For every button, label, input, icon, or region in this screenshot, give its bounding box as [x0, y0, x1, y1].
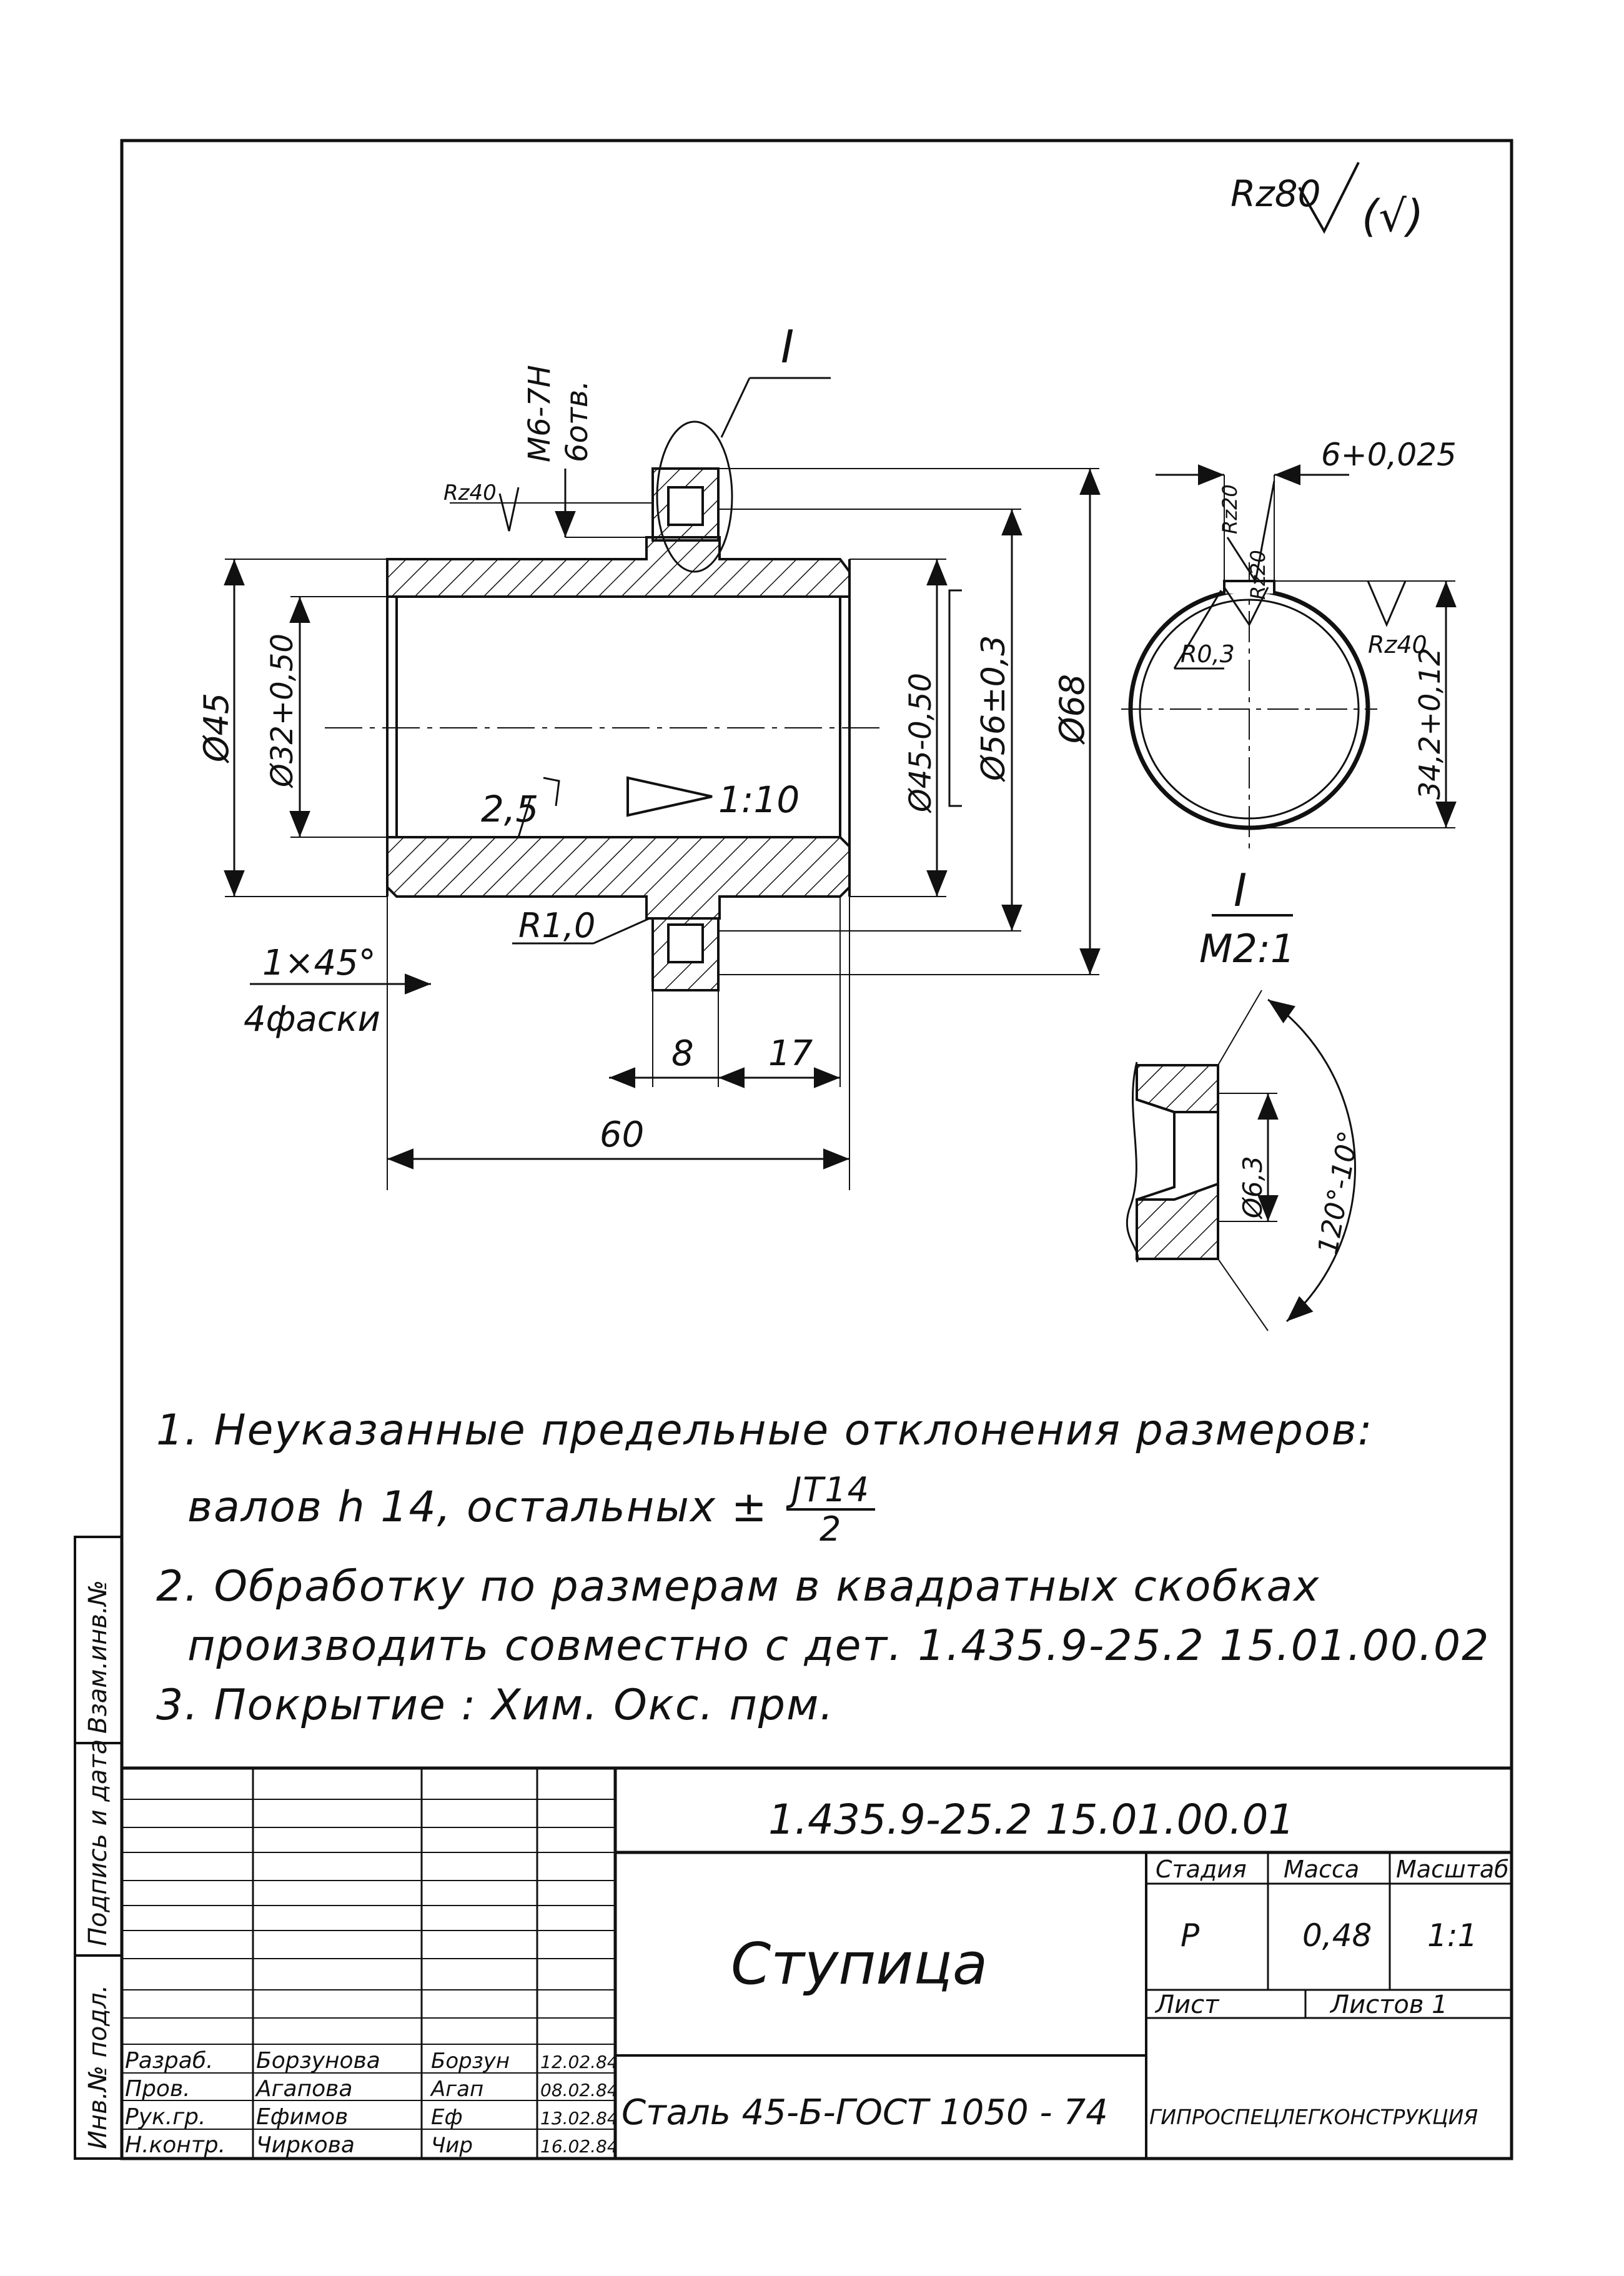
svg-text:Rz80: Rz80: [1230, 172, 1321, 215]
it-denominator: 2: [819, 1509, 843, 1549]
svg-text:12.02.84: 12.02.84: [540, 2052, 618, 2072]
countersink-detail: [1126, 990, 1356, 1331]
svg-text:R1,0: R1,0: [518, 906, 595, 945]
svg-text:Пров.: Пров.: [125, 2076, 191, 2102]
svg-text:Rz40: Rz40: [443, 480, 497, 505]
svg-text:08.02.84: 08.02.84: [540, 2080, 618, 2100]
svg-text:16.02.84: 16.02.84: [540, 2136, 618, 2157]
section-callout-ellipse: [656, 420, 733, 573]
bottom-wall-section: [386, 836, 851, 920]
svg-text:Рук.гр.: Рук.гр.: [125, 2104, 205, 2130]
svg-text:1:10: 1:10: [718, 778, 800, 821]
svg-text:6+0,025: 6+0,025: [1321, 437, 1457, 473]
note-2: 2. Обработку по размерам в квадратных ск…: [156, 1562, 1320, 1611]
material: Сталь 45-Б-ГОСТ 1050 - 74: [621, 2092, 1108, 2133]
it-fraction: JT14 2: [786, 1471, 876, 1549]
svg-text:Подпись и дата: Подпись и дата: [84, 1739, 112, 1946]
svg-text:Еф: Еф: [431, 2105, 463, 2130]
top-wall-section: [386, 536, 851, 598]
title-block-text: 1.435.9-25.2 15.01.00.01 Ступица Сталь 4…: [125, 1796, 1509, 2158]
svg-text:Листов 1: Листов 1: [1329, 1990, 1448, 2019]
svg-text:Ø56±0,3: Ø56±0,3: [975, 635, 1013, 782]
svg-text:Ø45-0,50: Ø45-0,50: [903, 673, 938, 813]
svg-text:M6-7H: M6-7H: [522, 365, 557, 462]
main-view-dims: I M6-7H 6отв. Rz40 Ø45 Ø32+0,50 2,5 1:10…: [197, 321, 1092, 1155]
svg-text:Лист: Лист: [1154, 1990, 1220, 2019]
section-i-labels: I 6+0,025 M2:1 6+0,025 Rz20 Rz20 R0,3 Rz…: [1181, 437, 1457, 972]
taper-symbol: [626, 776, 713, 817]
svg-text:Разраб.: Разраб.: [125, 2048, 213, 2074]
drawing-frame: [120, 139, 1513, 2160]
svg-text:I: I: [781, 321, 794, 373]
svg-text:Агапова: Агапова: [255, 2076, 352, 2102]
svg-text:Ø32+0,50: Ø32+0,50: [265, 634, 300, 788]
svg-text:Rz40: Rz40: [1368, 631, 1427, 658]
svg-text:Ø6,3: Ø6,3: [1237, 1156, 1268, 1220]
note-2-continued: производить совместно с дет. 1.435.9-25.…: [187, 1621, 1490, 1671]
svg-text:Rz20: Rz20: [1246, 550, 1270, 600]
svg-text:R0,3: R0,3: [1181, 640, 1235, 668]
part-name: Ступица: [731, 1931, 988, 1997]
svg-text:I: I: [1234, 864, 1247, 917]
svg-text:(√): (√): [1362, 191, 1423, 242]
it-numerator: JT14: [786, 1471, 876, 1511]
note-3: 3. Покрытие : Хим. Окс. прм.: [156, 1681, 834, 1730]
svg-text:Чир: Чир: [431, 2133, 473, 2158]
hub-section-view: [224, 377, 1101, 1190]
svg-text:Ø45: Ø45: [197, 693, 236, 763]
svg-text:Р: Р: [1181, 1917, 1200, 1954]
svg-text:13.02.84: 13.02.84: [540, 2108, 618, 2129]
svg-text:Масштаб: Масштаб: [1396, 1856, 1509, 1883]
svg-text:M2:1: M2:1: [1199, 926, 1295, 972]
svg-text:2,5: 2,5: [481, 788, 538, 830]
svg-text:1×45°: 1×45°: [262, 943, 376, 983]
svg-text:34,2+0,12: 34,2+0,12: [1413, 648, 1447, 800]
svg-text:Rz20: Rz20: [1218, 484, 1242, 534]
svg-text:Взам.инв.№: Взам.инв.№: [84, 1580, 112, 1734]
svg-text:120°-10°: 120°-10°: [1312, 1128, 1365, 1257]
svg-text:Ø68: Ø68: [1052, 674, 1092, 745]
note-1: 1. Неуказанные предельные отклонения раз…: [156, 1406, 1374, 1455]
svg-text:4фаски: 4фаски: [244, 999, 380, 1040]
svg-text:Стадия: Стадия: [1156, 1856, 1247, 1883]
note-1-line2: валов h 14, остальных ±: [187, 1482, 768, 1532]
svg-text:Борзунова: Борзунова: [256, 2048, 380, 2074]
section-i-view: [1121, 464, 1457, 850]
svg-text:6отв.: 6отв.: [560, 380, 595, 462]
svg-text:Инв.№ подл.: Инв.№ подл.: [84, 1985, 112, 2149]
svg-text:1:1: 1:1: [1427, 1917, 1477, 1954]
countersink-labels: Ø6,3 120°-10°: [1237, 1128, 1365, 1257]
svg-text:8: 8: [671, 1033, 694, 1074]
svg-text:Н.контр.: Н.контр.: [125, 2132, 225, 2158]
organization: ГИПРОСПЕЦЛЕГКОНСТРУКЦИЯ: [1149, 2105, 1478, 2129]
roughness-symbol: Rz80 (√): [1230, 162, 1423, 242]
svg-text:Агап: Агап: [430, 2077, 483, 2102]
svg-text:60: 60: [600, 1115, 644, 1155]
svg-text:17: 17: [768, 1033, 813, 1074]
svg-text:Масса: Масса: [1284, 1856, 1359, 1883]
svg-text:Ефимов: Ефимов: [256, 2104, 348, 2130]
svg-text:Борзун: Борзун: [431, 2049, 510, 2074]
note-1-continued: валов h 14, остальных ± JT14 2: [187, 1471, 876, 1549]
svg-text:0,48: 0,48: [1302, 1917, 1372, 1954]
side-margin-block: [74, 1536, 123, 2160]
side-margin-labels: Инв.№ подл. Подпись и дата Взам.инв.№: [84, 1580, 112, 2149]
svg-text:Чиркова: Чиркова: [256, 2132, 355, 2158]
title-block: [122, 1766, 1512, 2159]
doc-number: 1.435.9-25.2 15.01.00.01: [768, 1796, 1295, 1844]
